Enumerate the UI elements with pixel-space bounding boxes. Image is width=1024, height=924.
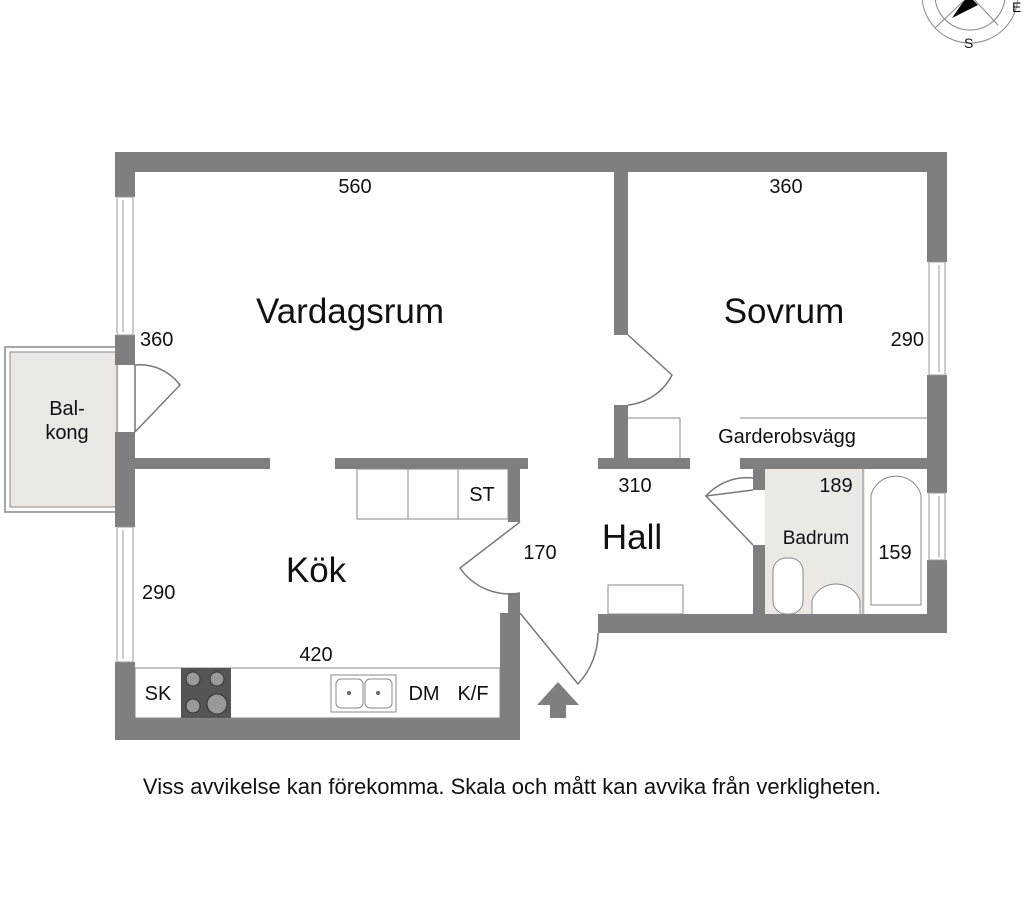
washbasin-icon [811,583,861,614]
dim-badrum-depth: 159 [878,542,911,564]
toilet-icon [772,557,804,615]
room-name-hall: Hall [602,518,662,557]
room-name-sovrum: Sovrum [724,292,845,331]
room-name-vardagsrum: Vardagsrum [256,292,444,331]
label-sk: SK [145,683,172,705]
wardrobe-wall [628,417,927,458]
hall-bench [607,584,684,615]
label-kf: K/F [457,683,488,705]
compass-east-label: E [1012,0,1021,15]
room-name-balkong-1: Bal- [49,398,85,420]
dim-hall-depth: 170 [523,542,556,564]
dim-kok-depth: 290 [142,582,175,604]
balcony [4,346,118,513]
compass-icon: S E [921,0,1021,51]
dim-sovrum-width: 360 [769,176,802,198]
entrance-arrow-icon [537,682,579,718]
label-st: ST [469,484,495,506]
walls [115,152,947,740]
doors [134,334,754,686]
room-name-badrum: Badrum [783,528,850,549]
kitchen-cabinets [134,468,509,719]
compass-south-label: S [964,35,973,51]
sink-icon [330,674,397,713]
label-dm: DM [408,683,439,705]
dim-vardagsrum-depth: 360 [140,329,173,351]
windows [116,196,946,663]
dim-badrum-width: 189 [819,475,852,497]
dim-sovrum-depth: 290 [891,329,924,351]
label-garderobsvagg: Garderobsvägg [718,426,856,448]
dim-kok-width: 420 [299,644,332,666]
dim-hall-width: 310 [618,475,651,497]
disclaimer-text: Viss avvikelse kan förekomma. Skala och … [142,774,882,799]
bathtub-icon [870,475,922,606]
stove-icon [181,668,231,718]
dim-vardagsrum-width: 560 [338,176,371,198]
room-name-balkong-2: kong [45,422,88,444]
room-name-kok: Kök [286,551,347,590]
